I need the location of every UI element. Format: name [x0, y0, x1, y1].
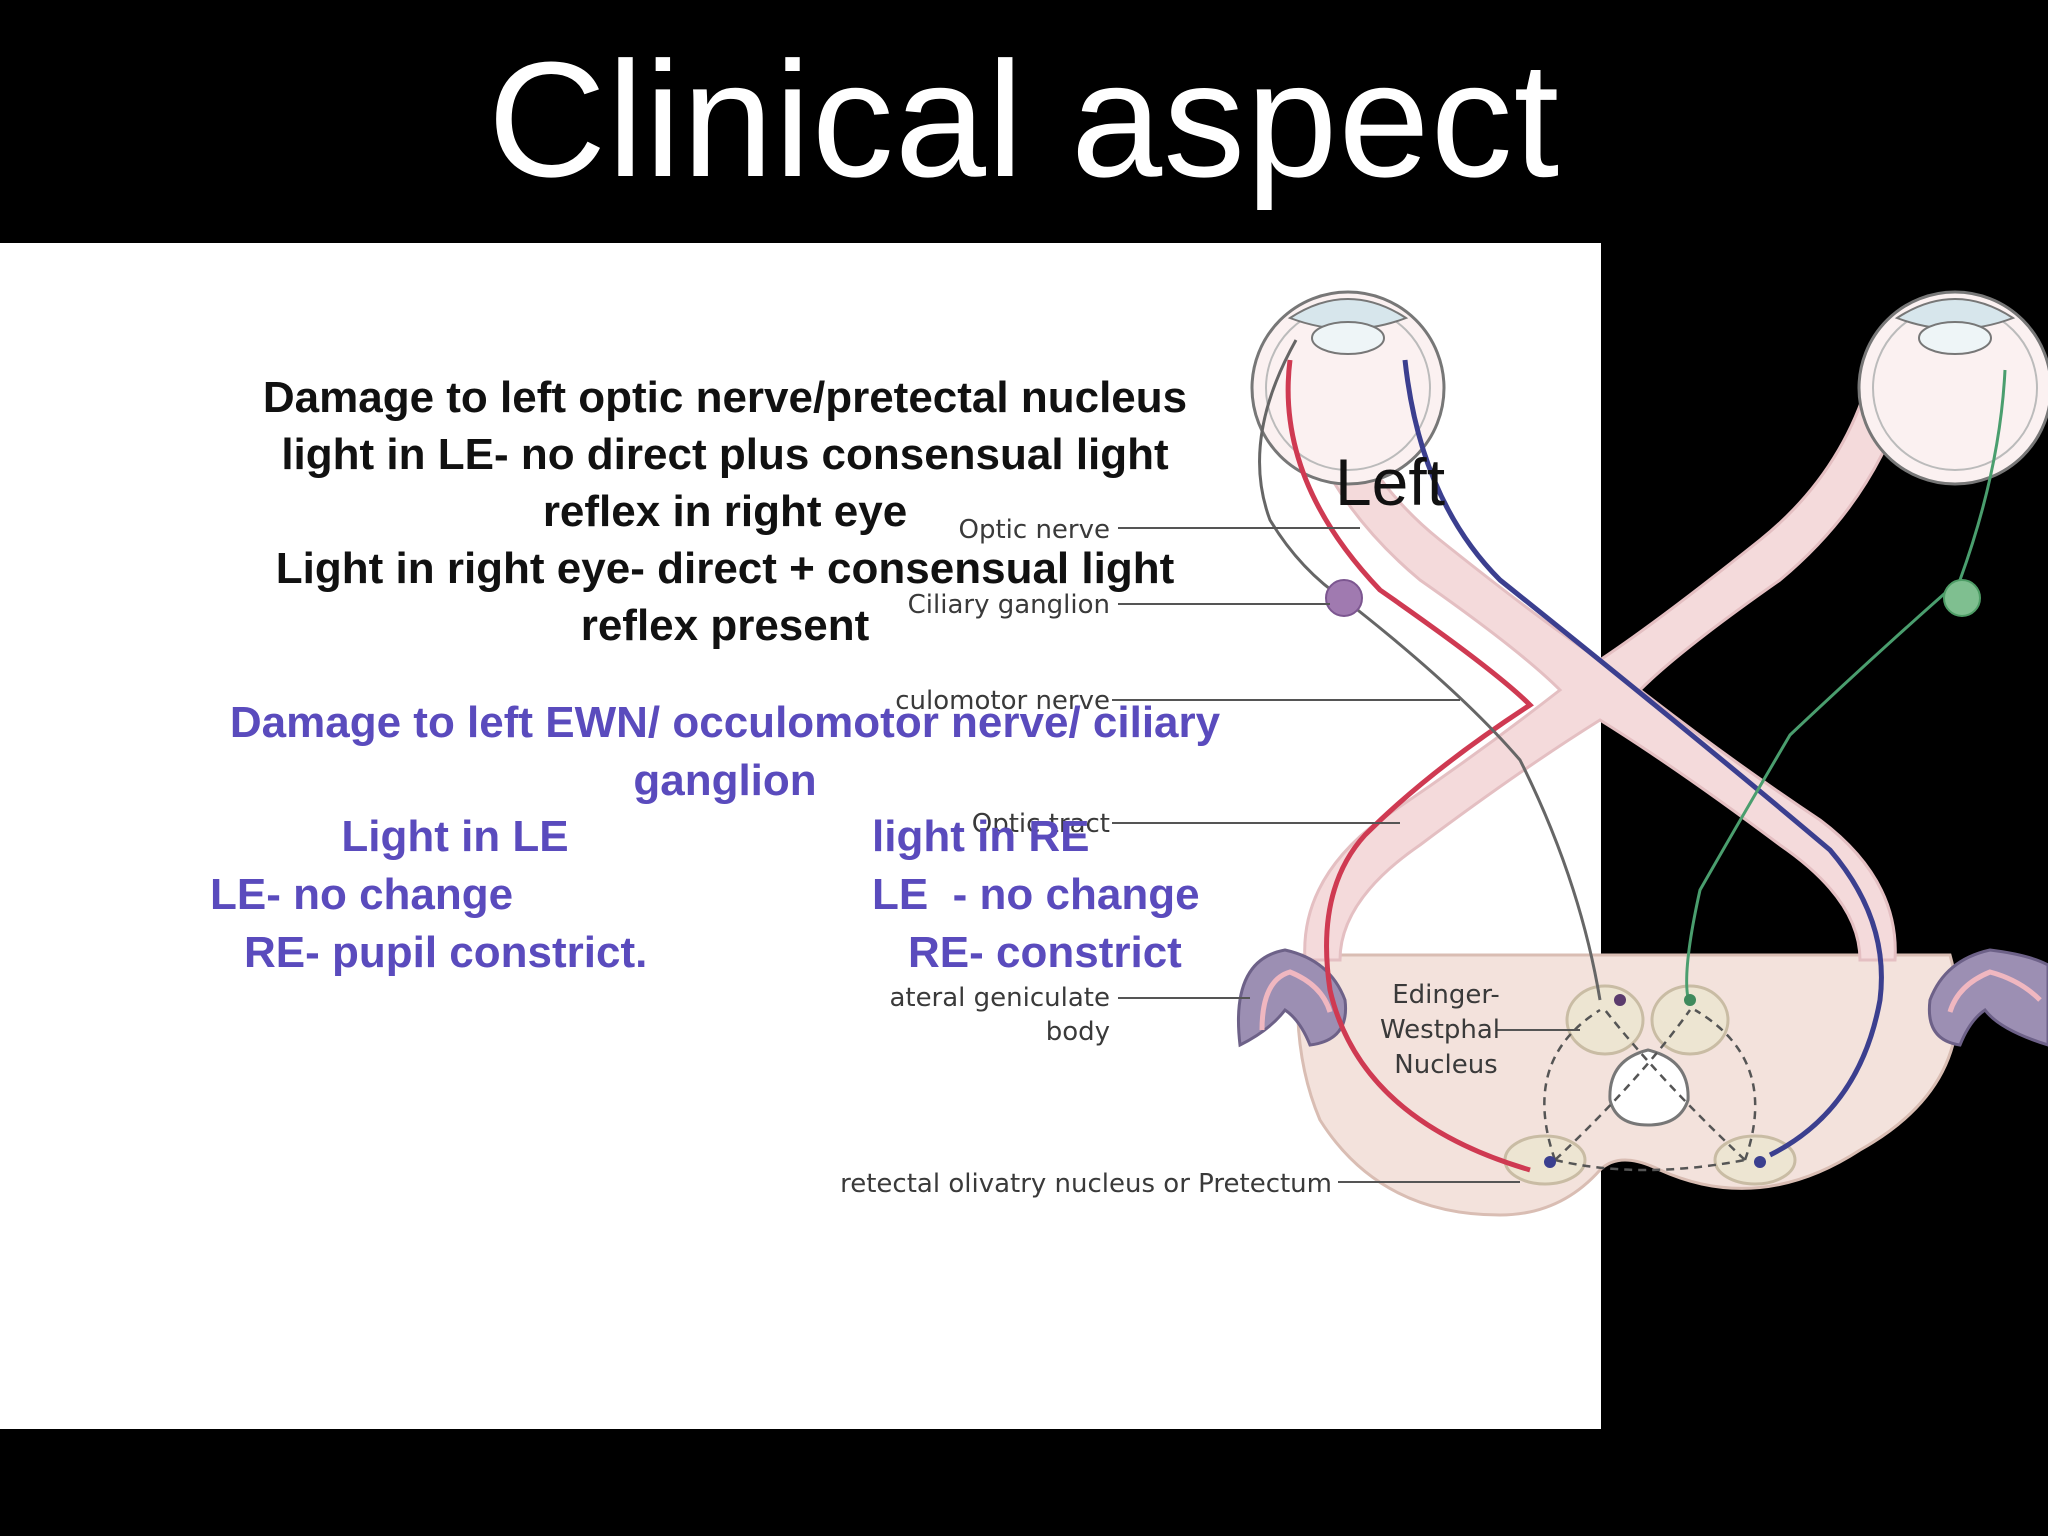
green-pathway — [1685, 369, 2007, 1006]
left-ewn — [1565, 984, 1645, 1056]
case2-heading: Damage to left EWN/ occulomotor nerve/ c… — [150, 694, 1300, 810]
case2-left-line1: LE- no change — [210, 870, 514, 919]
left-eyeball — [1250, 290, 1446, 486]
label-ewn-line2: Westphal — [1380, 1015, 1500, 1045]
grey-oculomotor-path — [1258, 339, 1602, 1001]
label-leader-lines — [1112, 527, 1580, 1183]
case1-line: light in LE- no direct plus consensual l… — [281, 430, 1169, 479]
case1-line: reflex present — [580, 601, 870, 650]
pretectum-dot-right — [1754, 1156, 1766, 1168]
case2-right-line2: RE- constrict — [908, 928, 1182, 977]
label-oculomotor-nerve: culomotor nerve — [895, 686, 1110, 716]
label-ewn-line3: Nucleus — [1394, 1050, 1497, 1080]
right-eyeball — [1857, 290, 2048, 486]
label-optic-nerve: Optic nerve — [959, 515, 1111, 545]
left-ciliary-ganglion — [1325, 579, 1363, 617]
ewn-dot-right — [1684, 994, 1696, 1006]
case2-left-heading: Light in LE — [341, 812, 569, 861]
case2-right-heading: light in RE — [872, 812, 1090, 861]
case2-heading-line: Damage to left EWN/ occulomotor nerve/ c… — [229, 698, 1221, 747]
pretectal-ew-connections — [1543, 1008, 1757, 1172]
label-ciliary-ganglion: Ciliary ganglion — [908, 590, 1110, 620]
optic-pathway-band — [1278, 328, 1922, 962]
case1-line: Light in right eye- direct + consensual … — [275, 544, 1175, 593]
case1-line: Damage to left optic nerve/pretectal nuc… — [262, 373, 1188, 422]
slide-title: Clinical aspect — [487, 28, 1561, 211]
case1-line: reflex in right eye — [542, 487, 908, 536]
label-lgb-line2: body — [1046, 1017, 1110, 1047]
pretectum-dot-left — [1544, 1156, 1556, 1168]
blue-pathway — [1402, 359, 1884, 1158]
ewn-dot-left — [1614, 994, 1626, 1006]
label-ewn-line1: Edinger- — [1392, 980, 1500, 1010]
case2-heading-line: ganglion — [633, 756, 817, 805]
label-lgb-line1: ateral geniculate — [889, 983, 1110, 1013]
side-label-left: Left — [1335, 445, 1445, 519]
left-lateral-geniculate-body — [1236, 948, 1348, 1048]
label-optic-tract: Optic tract — [972, 809, 1110, 839]
cerebral-aqueduct — [1608, 1048, 1690, 1127]
case1-text-block: Damage to left optic nerve/pretectal nuc… — [195, 369, 1255, 654]
red-pathway — [1285, 359, 1534, 1173]
label-pretectum: retectal olivatry nucleus or Pretectum — [840, 1169, 1332, 1199]
case2-right-line1: LE - no change — [872, 870, 1200, 919]
right-ciliary-ganglion — [1943, 579, 1981, 617]
case2-left-line2: RE- pupil constrict. — [244, 928, 648, 977]
right-lateral-geniculate-body — [1927, 948, 2048, 1047]
